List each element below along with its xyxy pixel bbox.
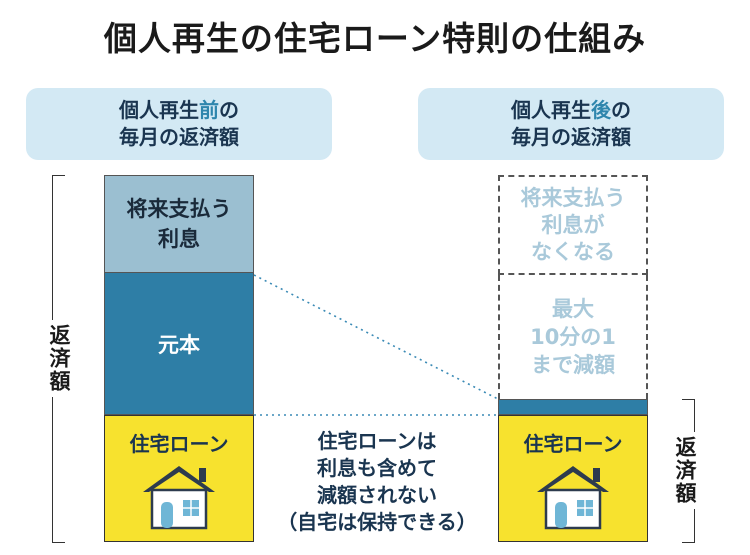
after-label-text: の <box>611 98 631 122</box>
before-mortgage-text: 住宅ローン <box>129 432 229 456</box>
after-label-text: 個人再生 <box>511 98 591 122</box>
after-reduce-text: まで減額 <box>531 353 615 377</box>
before-label-highlight: 前 <box>199 98 219 122</box>
middle-note-line: 住宅ローンは <box>317 429 437 453</box>
before-interest-block: 将来支払う 利息 <box>104 175 254 273</box>
before-label-line2: 毎月の返済額 <box>119 125 239 149</box>
after-label-line1: 個人再生後の <box>511 97 631 124</box>
after-reduce-text: 最大 <box>552 297 594 321</box>
middle-note: 住宅ローンは 利息も含めて 減額されない （自宅は保持できる） <box>258 428 496 536</box>
before-interest-text: 利息 <box>158 227 200 251</box>
after-interest-text: なくなる <box>531 239 615 264</box>
after-principal-block <box>498 399 648 415</box>
after-label: 個人再生後の 毎月の返済額 <box>418 88 724 160</box>
connector-line-principal <box>253 274 499 400</box>
house-icon <box>537 466 609 530</box>
after-interest-text: 利息が <box>541 212 605 237</box>
before-principal-text: 元本 <box>158 332 200 357</box>
middle-note-line: （自宅は保持できる） <box>277 510 477 534</box>
after-interest-removed-block: 将来支払う 利息が なくなる <box>498 175 648 275</box>
after-interest-text: 将来支払う <box>520 185 626 210</box>
right-bracket-label: 返済額 <box>670 432 700 509</box>
after-reduced-block: 最大 10分の1 まで減額 <box>498 275 648 399</box>
before-label-text: の <box>219 98 239 122</box>
after-mortgage-text: 住宅ローン <box>523 432 623 456</box>
after-reduce-text: 10分の1 <box>530 325 616 349</box>
house-icon <box>143 466 215 530</box>
middle-note-line: 減額されない <box>317 483 437 507</box>
before-label: 個人再生前の 毎月の返済額 <box>26 88 332 160</box>
before-principal-block: 元本 <box>104 273 254 415</box>
middle-note-line: 利息も含めて <box>317 456 437 480</box>
after-label-highlight: 後 <box>591 98 611 122</box>
before-interest-text: 将来支払う <box>126 197 232 221</box>
page-title: 個人再生の住宅ローン特則の仕組み <box>103 19 647 58</box>
before-label-line1: 個人再生前の <box>119 97 239 124</box>
left-bracket-label: 返済額 <box>44 320 74 397</box>
before-label-text: 個人再生 <box>119 98 199 122</box>
after-label-line2: 毎月の返済額 <box>511 125 631 149</box>
